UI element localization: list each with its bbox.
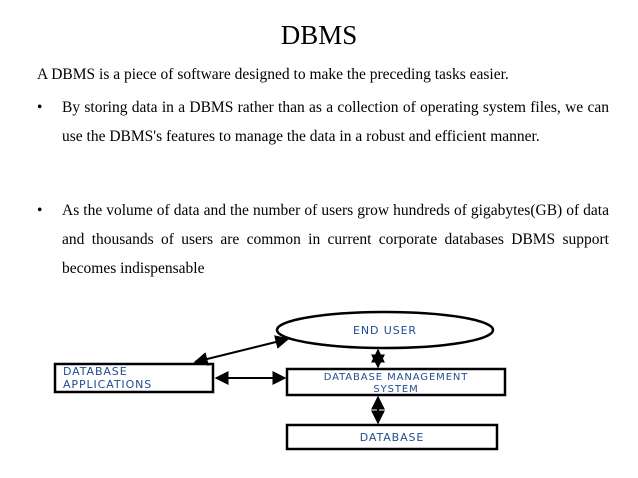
bullet-item: • As the volume of data and the number o… [37, 196, 609, 283]
end-user-label: END USER [353, 324, 417, 337]
bullet-item: • By storing data in a DBMS rather than … [37, 93, 609, 151]
dbms-box [285, 367, 507, 397]
dbms-label-line1: DATABASE MANAGEMENT [324, 372, 469, 383]
database-applications-label-line2: APPLICATIONS [63, 378, 152, 391]
bullet-text: As the volume of data and the number of … [62, 202, 609, 277]
database-applications-label-line1: DATABASE [63, 365, 128, 378]
database-label: DATABASE [360, 431, 425, 444]
intro-text: A DBMS is a piece of software designed t… [37, 66, 509, 83]
database-box [285, 423, 499, 451]
bullet-marker: • [37, 202, 43, 219]
dbms-label-line2: SYSTEM [373, 384, 418, 395]
slide-title: DBMS [280, 20, 358, 50]
arrow-end-user-to-applications [193, 335, 290, 366]
bullet-marker: • [37, 99, 43, 116]
database-applications-box [53, 362, 215, 394]
bullet-text: By storing data in a DBMS rather than as… [62, 99, 609, 145]
end-user-ellipse [275, 310, 495, 350]
